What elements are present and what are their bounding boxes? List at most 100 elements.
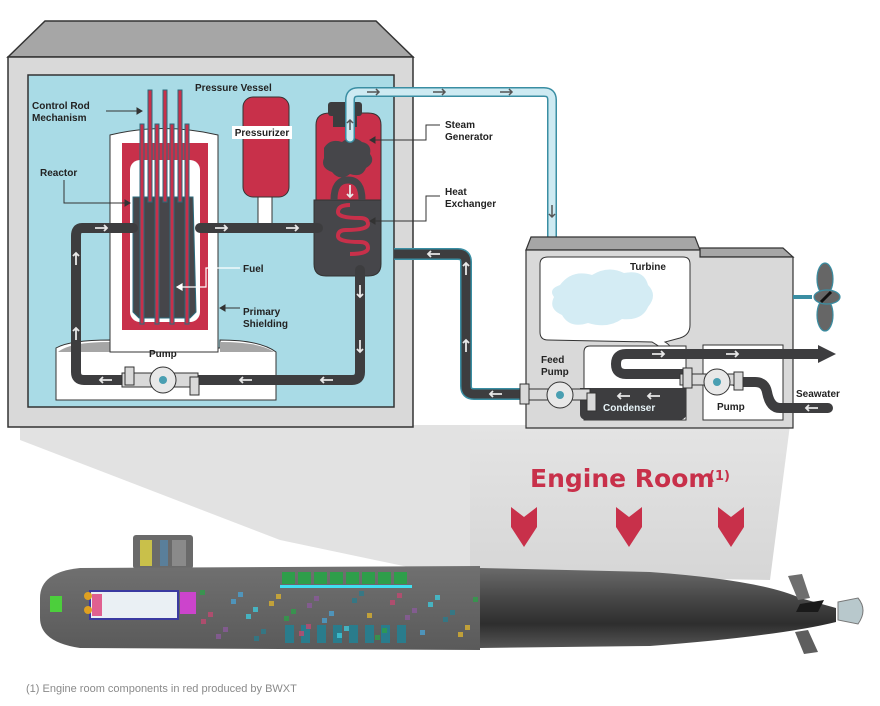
turbine-label: Turbine bbox=[630, 262, 666, 273]
engine-compartment: Turbine Feed Pump Condenser Pump Seawate… bbox=[519, 236, 841, 429]
feed-pump bbox=[519, 381, 597, 412]
reactor-roof bbox=[6, 20, 415, 58]
heat-exchanger-label-2: Exchanger bbox=[445, 199, 496, 210]
sub-detail bbox=[329, 611, 334, 616]
sub-detail bbox=[253, 607, 258, 612]
sub-module bbox=[282, 572, 295, 584]
seawater-pump bbox=[679, 367, 744, 396]
sub-module bbox=[314, 572, 327, 584]
sub-detail bbox=[382, 628, 387, 633]
control-rod bbox=[139, 123, 145, 325]
sub-detail bbox=[269, 601, 274, 606]
control-rod bbox=[184, 123, 190, 325]
sub-detail bbox=[375, 635, 380, 640]
sub-detail bbox=[367, 613, 372, 618]
sub-tank bbox=[317, 625, 326, 643]
sub-detail bbox=[352, 598, 357, 603]
sub-detail bbox=[291, 609, 296, 614]
flow-arrows-primary bbox=[72, 185, 364, 384]
sub-detail bbox=[299, 631, 304, 636]
sub-detail bbox=[435, 595, 440, 600]
sub-detail bbox=[420, 630, 425, 635]
sub-detail bbox=[337, 633, 342, 638]
sub-detail bbox=[238, 592, 243, 597]
primary-pump-label: Pump bbox=[149, 349, 177, 360]
condenser-label: Condenser bbox=[603, 403, 655, 414]
sub-detail bbox=[306, 624, 311, 629]
chevron-down-icon bbox=[718, 507, 744, 547]
reactor-compartment: Pressurizer bbox=[6, 20, 496, 428]
control-rod bbox=[162, 89, 168, 203]
sub-detail bbox=[216, 634, 221, 639]
footnote: (1) Engine room components in red produc… bbox=[26, 683, 297, 695]
pressurizer-label-box bbox=[232, 126, 292, 139]
sub-detail bbox=[443, 617, 448, 622]
steam-cloud bbox=[552, 269, 653, 326]
engine-room-callout: Engine Room (1) bbox=[511, 464, 744, 547]
sub-detail bbox=[261, 629, 266, 634]
control-rod-label-2: Mechanism bbox=[32, 113, 87, 124]
sub-tank bbox=[381, 625, 390, 643]
sub-detail bbox=[322, 618, 327, 623]
sub-detail bbox=[344, 626, 349, 631]
control-rod bbox=[147, 89, 153, 203]
sub-detail bbox=[246, 614, 251, 619]
sub-detail bbox=[397, 593, 402, 598]
primary-shielding-label-1: Primary bbox=[243, 307, 281, 318]
pressure-vessel-label: Pressure Vessel bbox=[195, 83, 272, 94]
primary-shielding-label-2: Shielding bbox=[243, 319, 288, 330]
heat-exchanger-coil bbox=[335, 203, 371, 256]
control-rod bbox=[177, 89, 183, 203]
sub-tank bbox=[397, 625, 406, 643]
sub-detail bbox=[314, 596, 319, 601]
submarine-cutaway-icon bbox=[40, 535, 864, 654]
sub-detail bbox=[284, 616, 289, 621]
sub-highlight bbox=[280, 585, 412, 588]
sub-detail bbox=[231, 599, 236, 604]
sub-detail bbox=[201, 619, 206, 624]
sub-tank bbox=[285, 625, 294, 643]
heat-exchanger bbox=[313, 199, 382, 277]
control-rod bbox=[169, 123, 175, 325]
primary-pump bbox=[121, 366, 200, 396]
sub-detail bbox=[276, 594, 281, 599]
control-rods bbox=[139, 89, 190, 325]
sub-module bbox=[362, 572, 375, 584]
sub-detail bbox=[223, 627, 228, 632]
sub-detail bbox=[450, 610, 455, 615]
pressurizer bbox=[242, 96, 290, 198]
sub-detail bbox=[428, 602, 433, 607]
steam-generator-label-2: Generator bbox=[445, 132, 493, 143]
sub-detail bbox=[405, 615, 410, 620]
seawater-label: Seawater bbox=[796, 389, 840, 400]
sub-detail bbox=[307, 603, 312, 608]
pressurizer-label: Pressurizer bbox=[235, 128, 290, 139]
sub-detail bbox=[200, 590, 205, 595]
engine-room-title: Engine Room bbox=[530, 464, 714, 493]
sub-detail bbox=[208, 612, 213, 617]
control-rod bbox=[154, 123, 160, 325]
steam-generator-label-1: Steam bbox=[445, 120, 475, 131]
feed-pump-label-1: Feed bbox=[541, 355, 564, 366]
fuel-label: Fuel bbox=[243, 264, 264, 275]
control-rod-label-1: Control Rod bbox=[32, 101, 90, 112]
sub-tank bbox=[301, 625, 310, 643]
sub-detail bbox=[465, 625, 470, 630]
reactor-label: Reactor bbox=[40, 168, 77, 179]
sub-detail bbox=[359, 591, 364, 596]
projection-funnel-left bbox=[20, 425, 470, 580]
sub-tank bbox=[349, 625, 358, 643]
sub-detail bbox=[254, 636, 259, 641]
sub-detail bbox=[412, 608, 417, 613]
sub-detail bbox=[390, 600, 395, 605]
sub-module bbox=[346, 572, 359, 584]
feed-pump-label-2: Pump bbox=[541, 367, 569, 378]
sub-module bbox=[378, 572, 391, 584]
propeller-icon bbox=[793, 262, 841, 332]
flow-arrows-steam bbox=[346, 88, 556, 219]
seawater-pump-label: Pump bbox=[717, 402, 745, 413]
sub-detail bbox=[473, 597, 478, 602]
sub-module bbox=[394, 572, 407, 584]
chevron-down-icon bbox=[616, 507, 642, 547]
